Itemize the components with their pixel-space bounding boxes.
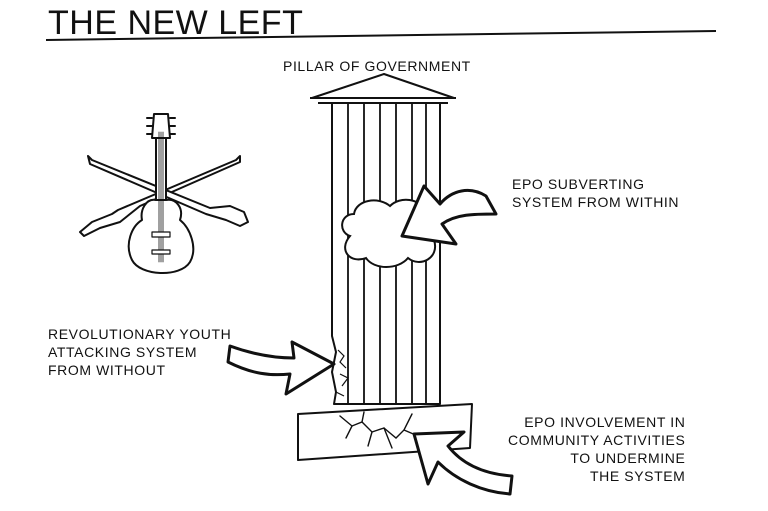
callout-epo-subverting-line1: EPO SUBVERTING xyxy=(512,176,645,192)
callout-revolutionary-youth-line2: ATTACKING SYSTEM xyxy=(48,344,198,360)
arrow-within-icon xyxy=(400,184,498,246)
crossed-rifles-and-guitar-icon xyxy=(79,113,249,275)
callout-epo-involvement-line3: TO UNDERMINE xyxy=(570,450,686,466)
callout-epo-subverting-line2: SYSTEM FROM WITHIN xyxy=(512,194,680,210)
arrow-community-icon xyxy=(412,430,514,496)
guitar-headstock-icon xyxy=(151,113,171,139)
callout-epo-involvement: EPO INVOLVEMENT IN COMMUNITY ACTIVITIES … xyxy=(508,413,685,485)
callout-revolutionary-youth-line1: REVOLUTIONARY YOUTH xyxy=(48,326,232,342)
callout-epo-involvement-line4: THE SYSTEM xyxy=(589,468,686,484)
callout-epo-involvement-line2: COMMUNITY ACTIVITIES xyxy=(508,432,686,448)
shaft-damage-marks xyxy=(335,349,349,397)
callout-epo-subverting: EPO SUBVERTING SYSTEM FROM WITHIN xyxy=(512,175,679,211)
title-underline xyxy=(45,30,717,41)
page-title: THE NEW LEFT xyxy=(48,4,304,42)
pillar-roof xyxy=(311,73,455,99)
pillar-label: PILLAR OF GOVERNMENT xyxy=(283,58,471,74)
callout-revolutionary-youth: REVOLUTIONARY YOUTH ATTACKING SYSTEM FRO… xyxy=(48,325,231,379)
callout-epo-involvement-line1: EPO INVOLVEMENT IN xyxy=(524,414,686,430)
arrow-without-icon xyxy=(226,340,336,396)
rifle-right-icon xyxy=(87,155,249,227)
callout-revolutionary-youth-line3: FROM WITHOUT xyxy=(48,362,166,378)
